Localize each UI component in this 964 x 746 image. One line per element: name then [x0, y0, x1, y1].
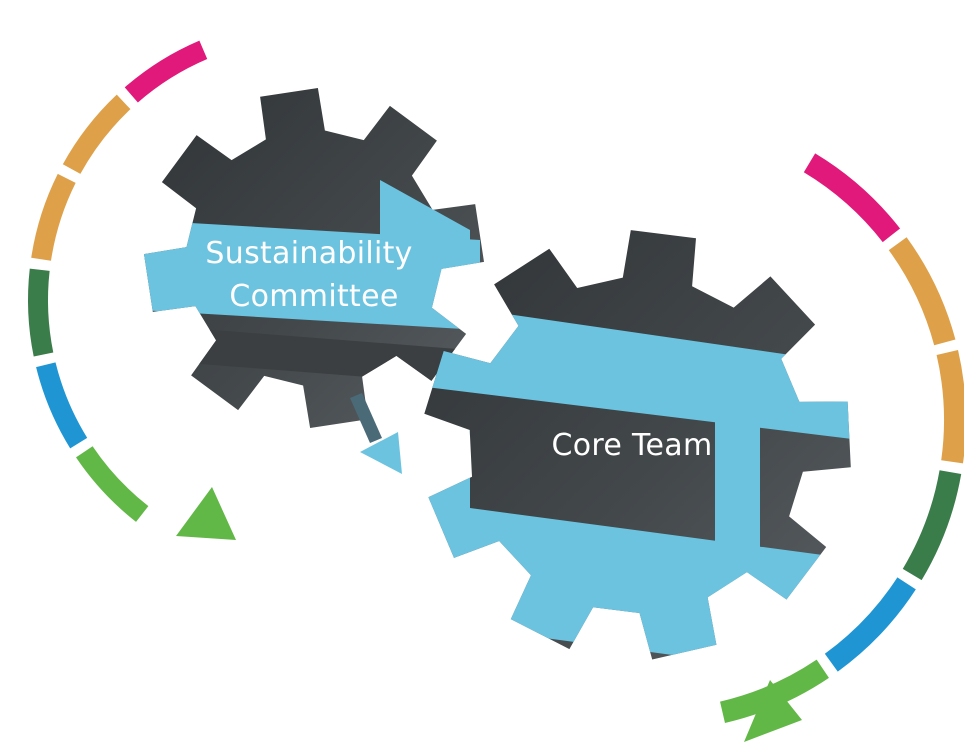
right-cycle-arrow: [719, 153, 964, 742]
gear-light-left-face: [424, 420, 470, 520]
arc-segment: [824, 577, 916, 672]
gear-sustainability-committee: [144, 88, 484, 428]
sustainability-committee-label: Sustainability Committee: [205, 236, 422, 314]
arc-segment: [62, 94, 131, 175]
label-line: Sustainability: [205, 236, 412, 271]
connector-head: [360, 432, 402, 474]
gear-light-pillar: [715, 390, 760, 600]
arc-segment: [803, 153, 901, 243]
arc-segment: [888, 237, 956, 346]
connector-shaft: [350, 393, 382, 443]
left-arrow-head: [176, 487, 236, 540]
label-line: Core Team: [552, 428, 713, 463]
left-cycle-arrow: [28, 40, 236, 540]
arc-segment: [28, 268, 54, 357]
core-team-label: Core Team: [552, 428, 713, 463]
label-line: Committee: [229, 279, 398, 314]
arc-segment: [31, 173, 76, 261]
arc-segment: [76, 446, 149, 522]
arc-segment: [124, 40, 208, 103]
curved-arrow-down-right-icon: [28, 40, 208, 522]
arc-segment: [902, 470, 962, 581]
right-arrow-head: [744, 680, 802, 742]
arc-segment: [936, 350, 964, 464]
arc-segment: [36, 362, 88, 449]
small-arrow-down-right-icon: [350, 393, 402, 474]
